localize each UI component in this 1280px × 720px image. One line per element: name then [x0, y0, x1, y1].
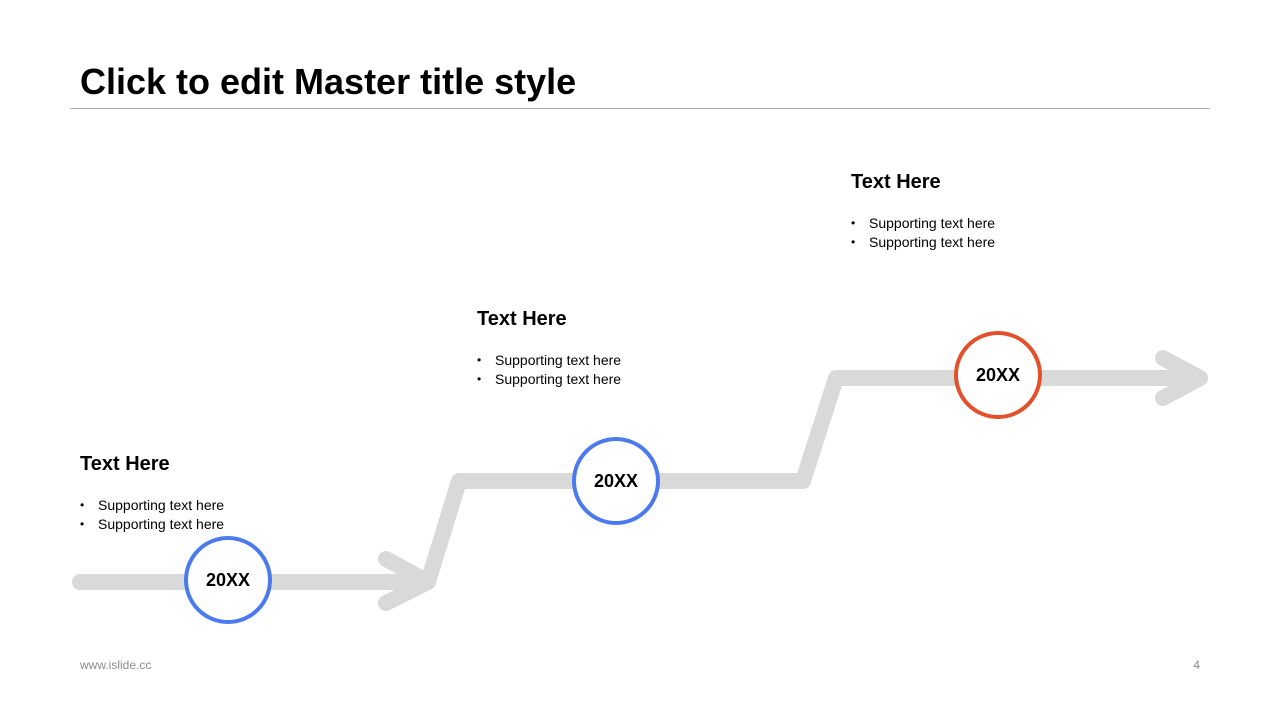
bullet-dot-icon: •	[80, 498, 85, 512]
bullet-dot-icon: •	[851, 216, 856, 230]
path-segment-mid	[420, 473, 811, 590]
year-badge-1[interactable]: 20XX	[184, 536, 272, 624]
milestone-heading[interactable]: Text Here	[80, 453, 170, 475]
bullet-list: •Supporting text here •Supporting text h…	[477, 351, 797, 389]
bullet-list: •Supporting text here •Supporting text h…	[80, 496, 400, 534]
milestone-heading[interactable]: Text Here	[477, 308, 567, 330]
milestone-2-text: Text Here •Supporting text here •Support…	[477, 307, 797, 389]
footer-url: www.islide.cc	[80, 658, 152, 672]
bullet-item[interactable]: •Supporting text here	[80, 516, 225, 532]
bullet-item[interactable]: •Supporting text here	[851, 215, 996, 231]
slide-title[interactable]: Click to edit Master title style	[80, 61, 577, 102]
page-number: 4	[1193, 658, 1200, 672]
year-badge-2[interactable]: 20XX	[572, 437, 660, 525]
bullet-dot-icon: •	[851, 235, 856, 249]
milestone-heading[interactable]: Text Here	[851, 171, 941, 193]
milestone-1-text: Text Here •Supporting text here •Support…	[80, 452, 400, 534]
bullet-item[interactable]: •Supporting text here	[477, 352, 622, 368]
bullet-list: •Supporting text here •Supporting text h…	[851, 214, 1171, 252]
bullet-dot-icon: •	[80, 517, 85, 531]
path-segment-high	[795, 370, 1208, 489]
bullet-dot-icon: •	[477, 353, 482, 367]
title-divider	[70, 108, 1210, 109]
year-badge-3[interactable]: 20XX	[954, 331, 1042, 419]
bullet-dot-icon: •	[477, 372, 482, 386]
bullet-item[interactable]: •Supporting text here	[80, 497, 225, 513]
bullet-item[interactable]: •Supporting text here	[477, 371, 622, 387]
milestone-3-text: Text Here •Supporting text here •Support…	[851, 170, 1171, 252]
bullet-item[interactable]: •Supporting text here	[851, 234, 996, 250]
large-arrowhead-icon	[1155, 350, 1208, 406]
